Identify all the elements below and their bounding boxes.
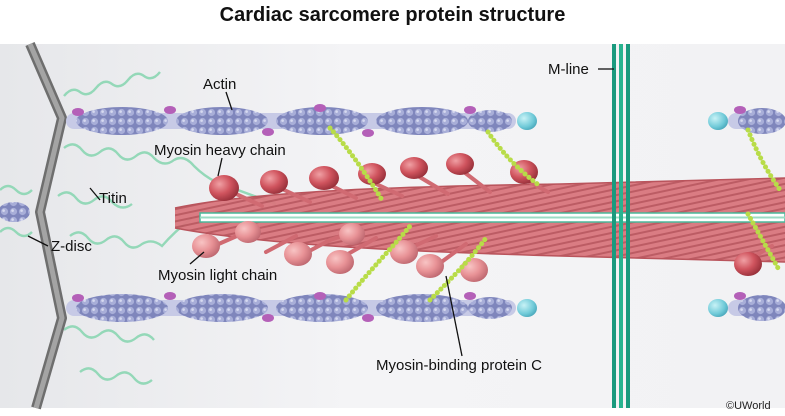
actin-cap [708, 112, 728, 130]
titin-spring [63, 143, 277, 206]
myosin-head [734, 252, 762, 276]
actin-filament [468, 297, 512, 319]
actin-filament [376, 294, 468, 322]
actin-filament [276, 107, 368, 135]
titin-spring [63, 71, 161, 97]
myosin-head [326, 250, 354, 274]
label-myosin-heavy-chain: Myosin heavy chain [154, 142, 286, 159]
actin-filament [176, 107, 268, 135]
label-myosin-light-chain: Myosin light chain [158, 267, 277, 284]
leader-lines [27, 68, 614, 357]
label-mybp-c: Myosin-binding protein C [376, 357, 542, 374]
actin-filament [468, 110, 512, 132]
page-title: Cardiac sarcomere protein structure [219, 4, 566, 26]
titin-springs [0, 71, 277, 385]
m-line-bars [612, 44, 630, 408]
titin-spring [69, 217, 193, 249]
myosin-head [209, 175, 239, 201]
myosin-head [339, 223, 365, 245]
label-titin: Titin [99, 190, 127, 207]
actin-filaments [0, 107, 785, 322]
actin-cap [517, 112, 537, 130]
labels: Actin Myosin heavy chain Titin Z-disc My… [51, 61, 771, 412]
actin-filament [738, 295, 785, 321]
myosin-head [260, 170, 288, 194]
actin-filament [376, 107, 468, 135]
label-z-disc: Z-disc [51, 238, 92, 255]
actin-filament [176, 294, 268, 322]
myosin-head [416, 254, 444, 278]
myosin-head [390, 240, 418, 264]
mybp-c-bead-chain [327, 125, 783, 303]
credit-text: ©UWorld [726, 400, 771, 412]
myosin-head [358, 163, 386, 185]
titin-spring [0, 226, 33, 238]
label-actin: Actin [203, 76, 236, 93]
label-m-line: M-line [548, 61, 589, 78]
titin-spring [79, 367, 153, 385]
myosin-head [446, 153, 474, 175]
actin-filament [0, 202, 30, 222]
actin-filament [738, 108, 785, 134]
titin-spring [0, 184, 33, 196]
actin-cap [517, 299, 537, 317]
actin-filament [76, 294, 168, 322]
titin-spring [63, 325, 155, 343]
actin-cap [708, 299, 728, 317]
actin-filament [76, 107, 168, 135]
tropomyosin-markers [72, 104, 746, 322]
myosin-head [309, 166, 339, 190]
myosin-head [284, 242, 312, 266]
myosin-head [400, 157, 428, 179]
titin-spring [57, 191, 133, 209]
myosin-head [192, 234, 220, 258]
myosin-head [235, 221, 261, 243]
z-disc-line [25, 42, 67, 410]
